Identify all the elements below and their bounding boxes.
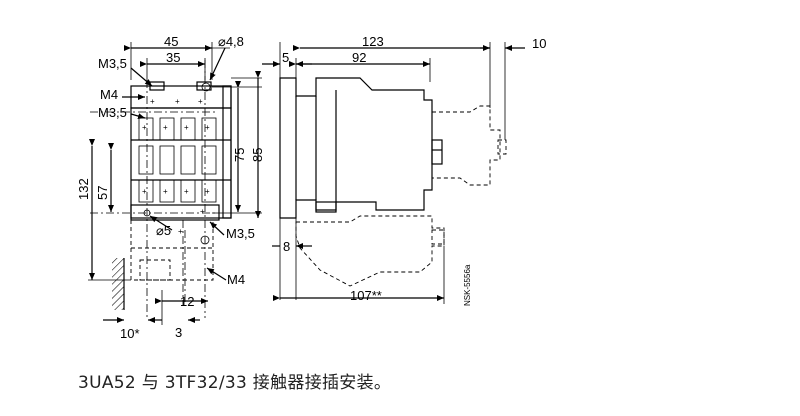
dim-dia-4-8: ⌀4,8 [218, 34, 244, 49]
svg-text:+: + [142, 123, 147, 132]
dim-3: 3 [175, 325, 182, 340]
label-m4-top: M4 [100, 87, 118, 102]
figure-caption: 3UA52 与 3TF32/33 接触器接插安装。 [78, 373, 392, 393]
svg-text:+: + [205, 123, 210, 132]
svg-text:+: + [184, 187, 189, 196]
label-m35-top: M3,5 [98, 56, 127, 71]
dim-35: 35 [166, 50, 180, 65]
svg-text:+: + [184, 123, 189, 132]
side-view [262, 42, 525, 304]
label-m4-bot: M4 [227, 272, 245, 287]
dim-92: 92 [352, 50, 366, 65]
svg-text:+: + [200, 207, 205, 216]
svg-text:+: + [163, 187, 168, 196]
dimension-labels: 45 ⌀4,8 35 M3,5 M4 M3,5 75 85 132 57 ⌀5 … [76, 34, 546, 341]
svg-text:+: + [175, 97, 180, 106]
svg-text:+: + [205, 187, 210, 196]
dim-57: 57 [95, 186, 110, 200]
dim-8: 8 [283, 239, 290, 254]
dim-45: 45 [164, 34, 178, 49]
svg-text:+: + [142, 187, 147, 196]
svg-text:+: + [163, 123, 168, 132]
drawing-code: NSK-5556a [463, 264, 472, 306]
dim-132: 132 [76, 178, 91, 200]
svg-text:+: + [198, 97, 203, 106]
label-m35-bot: M3,5 [226, 226, 255, 241]
label-m35-mid: M3,5 [98, 105, 127, 120]
dim-dia-5: ⌀5 [156, 223, 171, 238]
dim-10: 10 [532, 36, 546, 51]
dim-107: 107** [350, 288, 382, 303]
dim-10-star: 10* [120, 326, 140, 341]
dim-85: 85 [250, 148, 265, 162]
dim-12: 12 [180, 294, 194, 309]
dim-75: 75 [232, 148, 247, 162]
svg-text:+: + [150, 97, 155, 106]
dim-123: 123 [362, 34, 384, 49]
dim-5: 5 [282, 50, 289, 65]
front-view: + + + + + + + + + + + + + [88, 42, 262, 325]
svg-text:+: + [178, 227, 183, 236]
